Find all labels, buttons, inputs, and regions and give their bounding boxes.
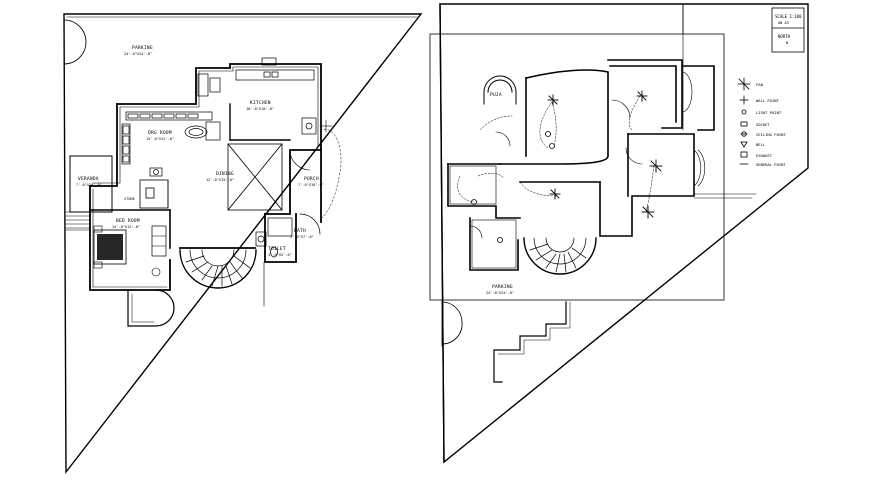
legend-label: EXHAUST xyxy=(756,153,773,158)
right-house-walls xyxy=(447,59,715,271)
left-gate xyxy=(63,17,87,67)
legend-label: FAN xyxy=(756,82,764,87)
legend-label: LIGHT POINT xyxy=(756,110,782,115)
left-toilet-dim: 4'-0"X5'-0" xyxy=(268,253,292,257)
left-steps xyxy=(65,215,91,229)
left-porch-label: PORCH xyxy=(304,176,319,182)
left-porch-door xyxy=(289,149,311,171)
left-spiral-stair xyxy=(179,249,257,289)
legend-label: SOCKET xyxy=(756,122,770,127)
left-porch-dim: 7'-0"X10'-0" xyxy=(298,183,324,187)
fan-icon xyxy=(547,90,663,219)
left-parking-label: PARKING xyxy=(132,45,153,51)
left-veranda xyxy=(65,155,113,231)
left-bedroom xyxy=(89,209,171,277)
legend-label: GENERAL POINT xyxy=(756,162,786,167)
right-room-labels: PUJA PARKING 24'-0"X24'-0" xyxy=(486,92,514,295)
left-kitchen-dim: 10'-0"X10'-0" xyxy=(246,107,274,111)
title-scale-sub: ON A3 xyxy=(778,21,789,25)
left-bay-window xyxy=(127,289,175,327)
title-block-text: SCALE 1:100 ON A3 NORTH N xyxy=(775,14,802,45)
left-store xyxy=(139,179,169,209)
left-bed-icon xyxy=(97,234,123,260)
left-dining-court xyxy=(227,143,283,211)
right-stepped-boundary xyxy=(493,301,567,383)
title-block xyxy=(771,7,805,53)
left-drawing-room-label: DRG ROOM xyxy=(148,130,172,136)
title-scale: SCALE 1:100 xyxy=(775,14,802,19)
left-drawing-room-furniture xyxy=(121,111,221,177)
left-kitchen xyxy=(197,57,317,135)
right-gate xyxy=(441,299,463,347)
left-veranda-dim: 7'-0"X10'-0" xyxy=(76,183,102,187)
left-veranda-label: VERANDA xyxy=(78,176,99,182)
right-wiring xyxy=(457,95,655,213)
right-parking-dim: 24'-0"X24'-0" xyxy=(486,291,514,295)
left-bath-label: BATH xyxy=(294,228,306,234)
title-north-sub: N xyxy=(786,41,788,45)
right-spiral-stair xyxy=(523,237,597,275)
legend-label: WALL POINT xyxy=(756,98,780,103)
right-plot-boundary xyxy=(439,3,809,464)
left-dining-label: DINING xyxy=(216,171,234,177)
right-parking-label: PARKING xyxy=(492,284,513,290)
left-kitchen-label: KITCHEN xyxy=(250,100,271,106)
left-toilet-label: TOILET xyxy=(268,246,286,252)
left-porch-fan-icon xyxy=(319,119,333,133)
legend-symbols xyxy=(737,77,751,165)
legend-label: BELL xyxy=(756,142,766,147)
left-house-walls xyxy=(89,63,322,291)
left-plot-boundary xyxy=(63,13,423,475)
left-room-labels: PARKING 24'-0"X24'-0" KITCHEN 10'-0"X10'… xyxy=(76,45,324,257)
light-point-icon xyxy=(471,131,555,243)
left-plan xyxy=(63,13,423,475)
right-plan xyxy=(429,3,809,464)
legend: FAN WALL POINT LIGHT POINT SOCKET CEILIN… xyxy=(756,82,786,167)
left-drawing-room-dim: 15'-0"X12'-6" xyxy=(146,137,174,141)
right-puja xyxy=(483,75,517,105)
left-parking-dim: 24'-0"X24'-0" xyxy=(124,52,152,56)
right-puja-label: PUJA xyxy=(490,92,502,98)
left-store-label: STORE xyxy=(124,197,135,201)
left-dining-dim: 12'-0"X15'-0" xyxy=(206,178,234,182)
title-north: NORTH xyxy=(778,34,791,39)
left-bath-dim: 5'-0"X7'-6" xyxy=(290,235,314,239)
left-bedroom-label: BED ROOM xyxy=(116,218,140,224)
legend-label: CEILING POINT xyxy=(756,132,786,137)
left-bedroom-dim: 14'-0"X12'-0" xyxy=(112,225,140,229)
left-bath xyxy=(255,213,321,258)
right-sheet-border xyxy=(429,33,725,301)
